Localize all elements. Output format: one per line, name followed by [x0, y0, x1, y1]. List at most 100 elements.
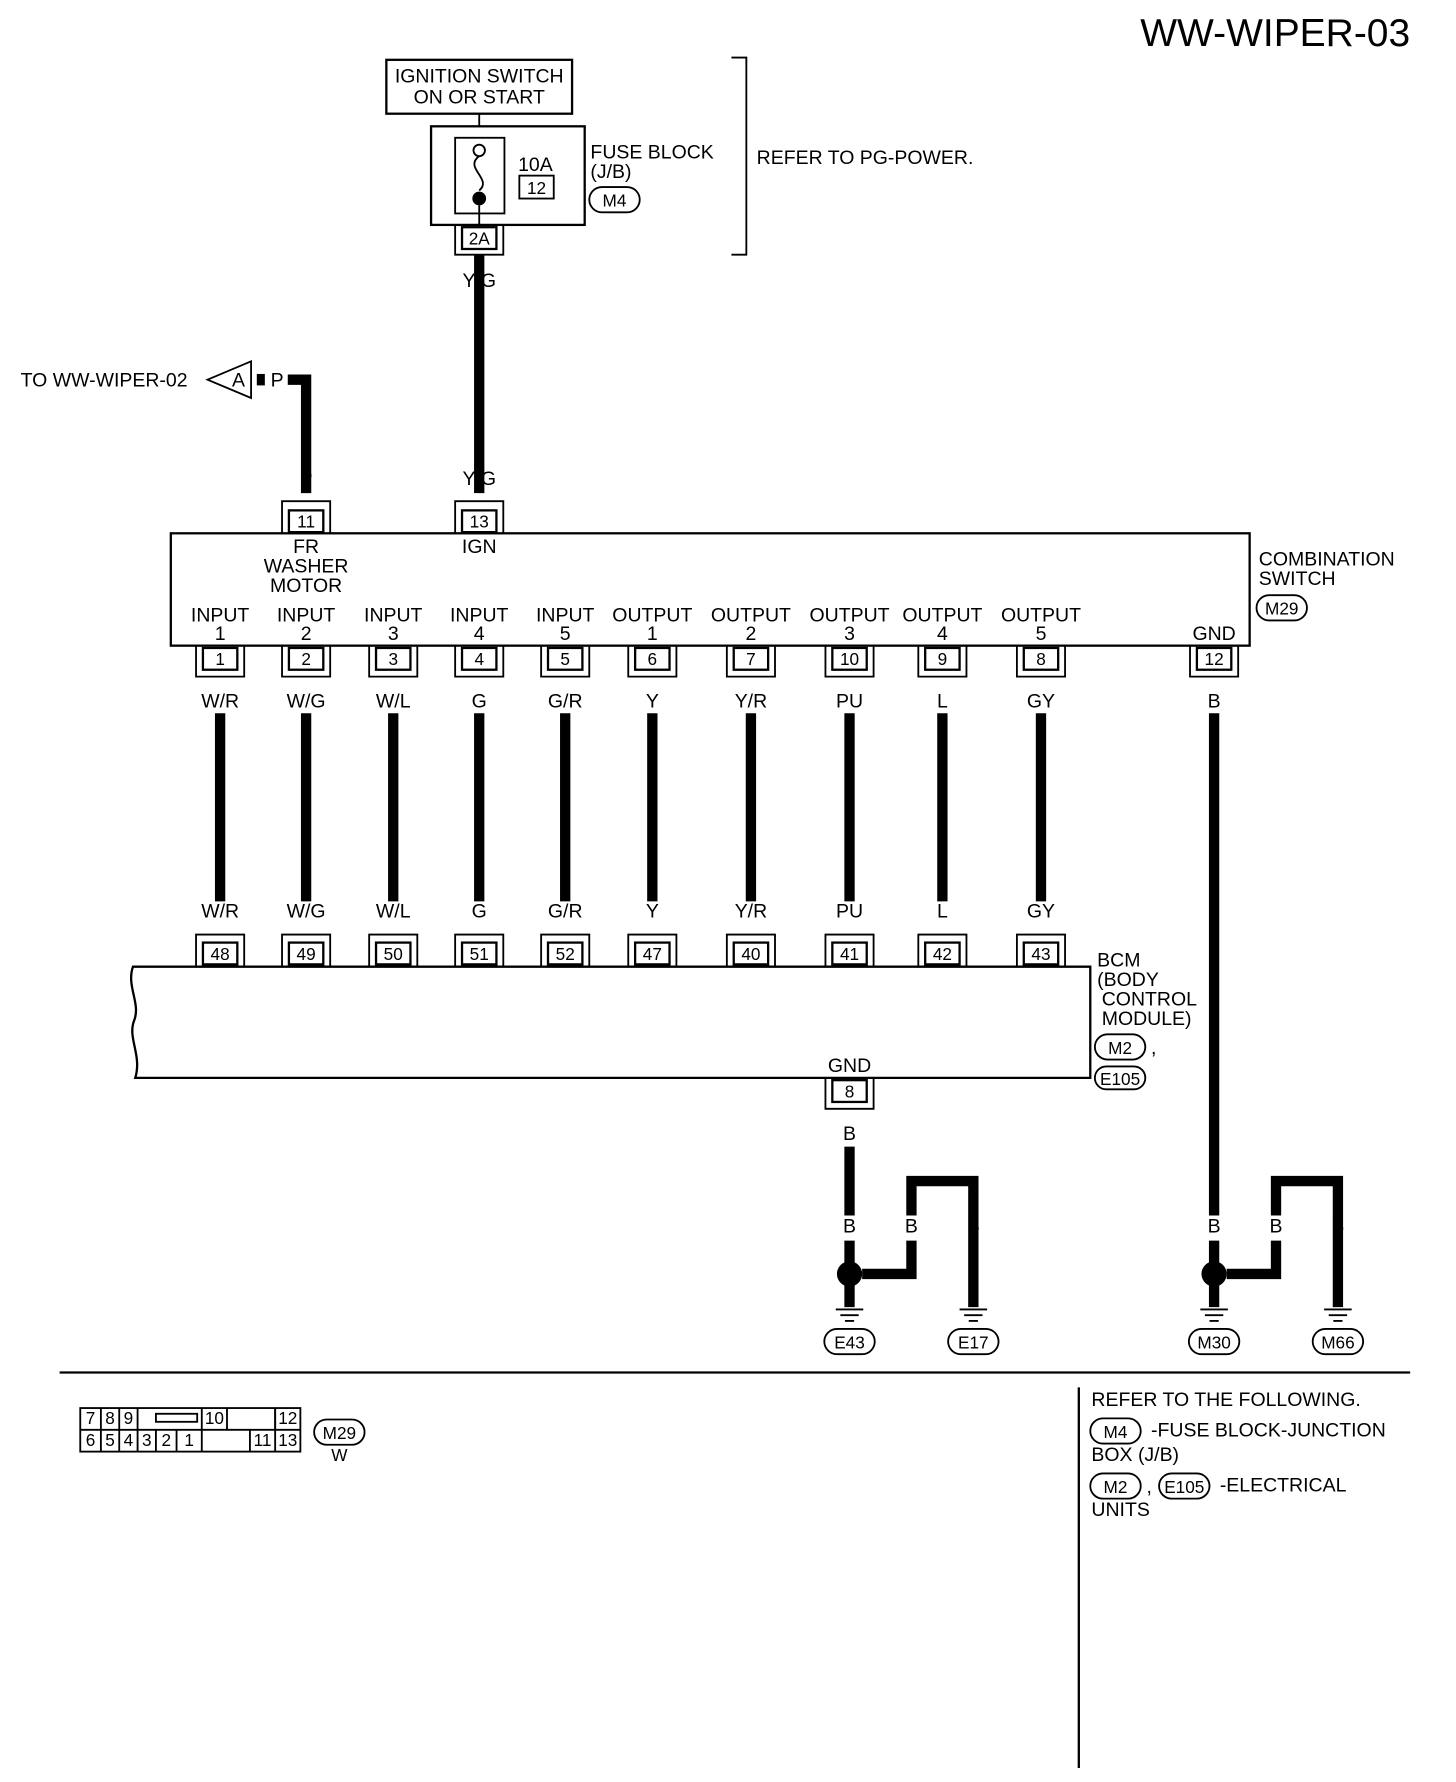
cs-gnd-label: GND [1192, 623, 1235, 645]
ground-e17: E17 [958, 1332, 989, 1352]
wire-label-yg-bottom: Y/G [462, 468, 496, 490]
cs-gnd-wire: B [1208, 691, 1221, 713]
cs-pin-label-1: INPUT [191, 605, 250, 627]
ground-icon-e43 [835, 1308, 864, 1322]
wire-label-yg-top: Y/G [462, 270, 496, 292]
offpage-text: TO WW-WIPER-02 [21, 370, 188, 392]
cs-pin-label-8: OUTPUT [810, 605, 890, 627]
wire-label-top-2: W/G [287, 691, 326, 713]
combination-switch-box [169, 532, 1251, 647]
cs-pin-index-3: 3 [388, 623, 399, 645]
bcm-box [130, 965, 1092, 1080]
cs-pin-index-5: 5 [560, 623, 571, 645]
refer-item2-connector-1: M2 [1104, 1477, 1128, 1497]
refer-item2-text-1: -ELECTRICAL [1220, 1475, 1347, 1497]
cs-pin-number-7: 7 [746, 649, 756, 669]
refer-item1-text-1: -FUSE BLOCK-JUNCTION [1151, 1420, 1386, 1442]
refer-item2-text-2: UNITS [1091, 1499, 1149, 1521]
wire-label-top-9: L [937, 691, 948, 713]
offpage-letter: A [232, 370, 245, 392]
cs-pin-label-2: INPUT [277, 605, 336, 627]
wire-label-bottom-1: W/R [201, 900, 239, 922]
bcm-pin-number-5: 52 [556, 944, 575, 964]
ground-wire-sw-2: B [1270, 1216, 1283, 1238]
wire-label-top-5: G/R [548, 691, 583, 713]
cs-pin-index-7: 2 [746, 623, 757, 645]
wire-p [287, 374, 312, 494]
bcm-gnd-label: GND [828, 1055, 871, 1077]
connector-face-label: M29 [323, 1423, 356, 1443]
combination-switch-top-pins: 11 13 [281, 500, 505, 534]
bcm-pin-number-2: 49 [297, 944, 316, 964]
connector-latch-icon [155, 1412, 199, 1423]
bcm-pin-number-1: 48 [211, 944, 230, 964]
connector-face-color: W [331, 1445, 348, 1465]
pin-11: 11 [297, 512, 315, 532]
connector-face-top-0: 7 [86, 1408, 96, 1428]
wire-label-bottom-6: Y [646, 900, 659, 922]
combination-switch-name-2: SWITCH [1259, 568, 1336, 590]
refer-item1-connector: M4 [1104, 1422, 1128, 1442]
cs-pin-number-8: 10 [840, 649, 859, 669]
ground-wire-bcm-1: B [843, 1216, 856, 1238]
wire-label-top-7: Y/R [735, 691, 767, 713]
fr-washer-label-2: WASHER [264, 555, 349, 577]
connector-face-bottom-3: 3 [142, 1430, 152, 1450]
ignition-switch-box [385, 58, 574, 115]
cs-pin-number-6: 6 [648, 649, 658, 669]
connector-face-bottom-0: 6 [86, 1430, 96, 1450]
refer-bracket [731, 56, 748, 256]
ign-label: IGN [462, 536, 497, 558]
ground-icon-e17 [959, 1308, 988, 1322]
wire-label-bottom-7: Y/R [735, 900, 767, 922]
fuse-block-connector: M4 [603, 191, 627, 211]
fuse-rating: 10A [518, 154, 553, 176]
fuse-icon [473, 155, 484, 192]
wire-label-bottom-10: GY [1027, 900, 1055, 922]
cs-pin-number-2: 2 [301, 649, 311, 669]
offpage-wire-label: P [271, 370, 284, 392]
cs-pin-number-4: 4 [474, 649, 484, 669]
bcm-pin-number-9: 42 [933, 944, 952, 964]
ignition-switch-label-2: ON OR START [414, 86, 545, 108]
fuse-block-label-1: FUSE BLOCK [590, 141, 713, 163]
ground-wire-sw-1: B [1208, 1216, 1221, 1238]
splice-switch [1201, 1261, 1227, 1287]
refer-item2-connector-2: E105 [1164, 1477, 1204, 1497]
connector-face-bottom-4: 2 [161, 1430, 171, 1450]
cs-pin-label-9: OUTPUT [902, 605, 982, 627]
bcm-pin-number-8: 41 [840, 944, 859, 964]
fr-washer-label-1: FR [293, 536, 319, 558]
ignition-switch-label-1: IGNITION SWITCH [395, 66, 564, 88]
bcm-pin-number-6: 47 [643, 944, 662, 964]
refer-power-text: REFER TO PG-POWER. [757, 147, 974, 169]
bcm-gnd-pin: 8 [845, 1081, 855, 1101]
refer-item2-sep: , [1146, 1476, 1151, 1498]
combination-switch-connector: M29 [1265, 599, 1298, 619]
refer-following-heading: REFER TO THE FOLLOWING. [1091, 1389, 1360, 1411]
cs-pin-index-1: 1 [215, 623, 226, 645]
wire-switch-loop [1270, 1175, 1344, 1308]
connector-face-top-6: 12 [278, 1408, 297, 1428]
bcm-name-1: BCM [1097, 950, 1140, 972]
cs-pin-label-3: INPUT [364, 605, 423, 627]
connector-face-bottom-7: 13 [278, 1430, 297, 1450]
bcm-name-4: MODULE) [1102, 1008, 1192, 1030]
bcm-gnd-wire: B [843, 1123, 856, 1145]
bcm-connector-e105: E105 [1100, 1069, 1140, 1089]
wire-label-bottom-3: W/L [376, 900, 411, 922]
wire-label-bottom-2: W/G [287, 900, 326, 922]
cs-pin-number-1: 1 [215, 649, 225, 669]
wire-label-bottom-9: L [937, 900, 948, 922]
ground-group-switch: B B B M30 M66 [1187, 1175, 1365, 1356]
wire-label-p: P [300, 468, 313, 490]
wire-label-top-6: Y [646, 691, 659, 713]
bcm-name-2: (BODY [1097, 969, 1159, 991]
bcm-pin-number-3: 50 [384, 944, 403, 964]
ground-m66: M66 [1321, 1332, 1354, 1352]
offpage-arrow-icon [205, 359, 252, 400]
cs-pin-number-10: 8 [1036, 649, 1046, 669]
wire-label-bottom-5: G/R [548, 900, 583, 922]
